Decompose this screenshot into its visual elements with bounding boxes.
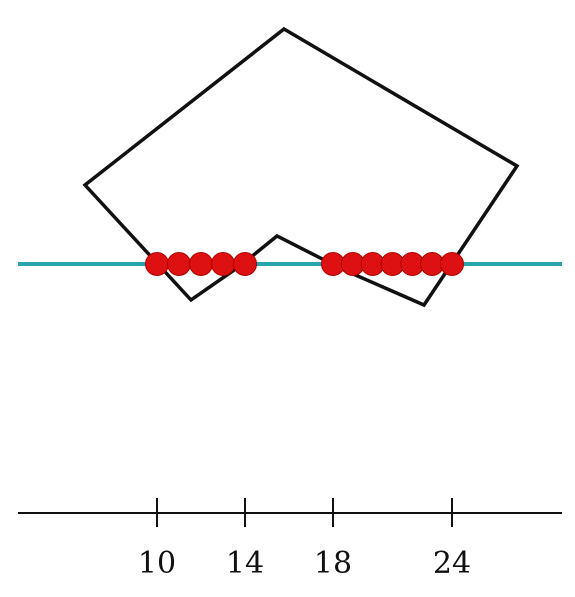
tick-label-10: 10 (138, 546, 176, 581)
number-line-ticks: 10 14 18 24 (138, 498, 471, 581)
intersection-dot (233, 252, 257, 276)
tick-label-14: 14 (226, 546, 264, 581)
intersection-dot (145, 252, 169, 276)
tick-label-18: 18 (314, 546, 352, 581)
polygon-outline (82, 26, 520, 308)
intersection-dots (145, 252, 464, 276)
intersection-dot (211, 252, 235, 276)
intersection-dot (440, 252, 464, 276)
intersection-dot (189, 252, 213, 276)
tick-label-24: 24 (433, 546, 471, 581)
intersection-dot (167, 252, 191, 276)
